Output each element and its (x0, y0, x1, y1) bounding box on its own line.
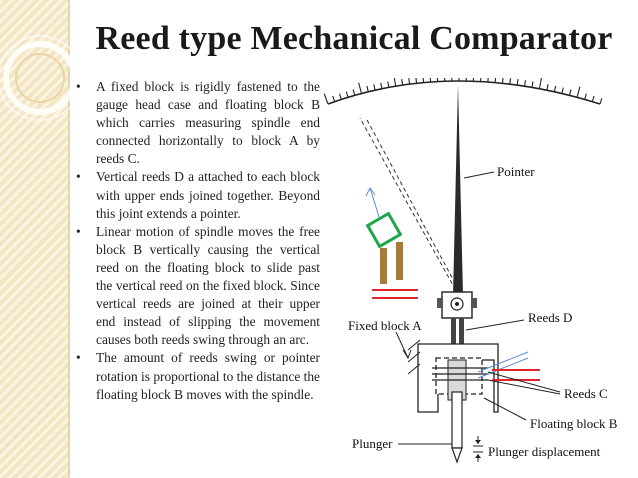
motion-arrow (369, 187, 381, 221)
dial-tick (516, 79, 519, 86)
dial-tick (509, 78, 512, 85)
bullet-item: • Linear motion of spindle moves the free… (74, 223, 320, 350)
slide-title: Reed type Mechanical Comparator (95, 20, 613, 57)
fixed-block-hatch-3 (407, 363, 421, 375)
fixed-block-leader (395, 331, 409, 359)
displacement-head-down (475, 454, 481, 458)
dial-tick (380, 82, 383, 89)
dial-scale-arc (327, 80, 601, 105)
bullet-list: • A fixed block is rigidly fastened to th… (74, 78, 320, 404)
bullet-marker: • (76, 350, 81, 366)
motion-arrowhead (365, 187, 376, 197)
decorative-sidebar (0, 0, 68, 478)
deflected-pointer (359, 117, 460, 297)
head-left-lug (437, 298, 443, 308)
fixed-block-hatch-1 (407, 339, 421, 351)
blue-line-2 (477, 357, 529, 379)
dial-tick (422, 78, 425, 83)
dial-tick (538, 78, 542, 89)
vertical-reed-right (459, 318, 464, 358)
bullet-marker: • (76, 223, 81, 239)
bullet-item: • Vertical reeds D a attached to each blo… (74, 168, 320, 222)
comparator-diagram: Pointer Fixed block A Reeds D Reeds C Fl… (323, 78, 618, 464)
fixed-block-leader-arrow (402, 349, 412, 360)
bullet-item: • A fixed block is rigidly fastened to th… (74, 78, 320, 168)
green-block (365, 211, 403, 249)
reeds-c-leader-1 (487, 371, 561, 393)
bullet-item: • The amount of reeds swing or pointer ro… (74, 349, 320, 403)
dial-tick (561, 87, 564, 94)
dial-tick (387, 81, 390, 88)
dial-tick (553, 85, 557, 92)
displacement-head-up (475, 440, 481, 444)
label-plunger: Plunger (352, 436, 393, 451)
plunger-stem (451, 391, 463, 449)
dial-tick (358, 82, 363, 94)
label-reeds-c: Reeds C (564, 386, 608, 401)
label-floating-block: Floating block B (530, 416, 618, 431)
label-pointer: Pointer (497, 164, 535, 179)
dial-tick (352, 89, 356, 96)
bullet-marker: • (76, 79, 81, 94)
dial-tick (501, 78, 504, 84)
bullet-text: Linear motion of spindle moves the free … (96, 223, 320, 348)
dial-tick (393, 78, 397, 87)
reeds-d-leader (465, 319, 525, 331)
bullet-text: The amount of reeds swing or pointer rot… (96, 350, 320, 402)
vertical-reed-left (451, 318, 456, 358)
brown-reed-right (396, 242, 403, 280)
dial-tick (408, 78, 411, 85)
dial-tick (576, 86, 581, 98)
bullet-marker: • (76, 169, 81, 185)
label-fixed-block: Fixed block A (348, 318, 422, 333)
fixed-block-hatch-2 (407, 351, 421, 363)
dial-tick (584, 93, 587, 100)
pointer-needle (453, 84, 463, 296)
dial-tick (523, 80, 527, 87)
blue-line-1 (477, 351, 529, 373)
label-plunger-displacement: Plunger displacement (488, 444, 601, 459)
bullet-text: Vertical reeds D a attached to each bloc… (96, 169, 320, 221)
brown-reed-left (380, 248, 387, 284)
dial-tick (373, 84, 376, 91)
dial-tick (531, 81, 534, 88)
decorative-circles (0, 35, 83, 121)
reed-head-pivot-center (455, 302, 459, 306)
dial-tick (401, 79, 404, 86)
dial-tick (323, 93, 329, 105)
dial-tick (345, 91, 349, 98)
dial-tick (599, 98, 603, 105)
dial-tick (494, 78, 497, 83)
dial-tick (546, 84, 549, 91)
bullet-text: A fixed block is rigidly fastened to the… (96, 79, 320, 167)
label-reeds-d: Reeds D (528, 310, 572, 325)
deflected-pointer-2 (365, 117, 463, 297)
dial-tick (568, 89, 572, 96)
floating-block-leader (483, 397, 527, 421)
dial-ticks (323, 78, 603, 105)
plunger-tip (451, 447, 463, 464)
sidebar-edge (68, 0, 70, 478)
dial-tick (366, 85, 369, 92)
pointer-leader (463, 171, 495, 179)
dial-tick (429, 78, 432, 83)
dial-tick (415, 78, 418, 84)
dial-tick (591, 95, 595, 102)
dial-tick (332, 95, 336, 102)
dial-tick (338, 93, 342, 100)
reeds-c-leader-2 (487, 379, 561, 395)
head-right-lug (471, 298, 477, 308)
